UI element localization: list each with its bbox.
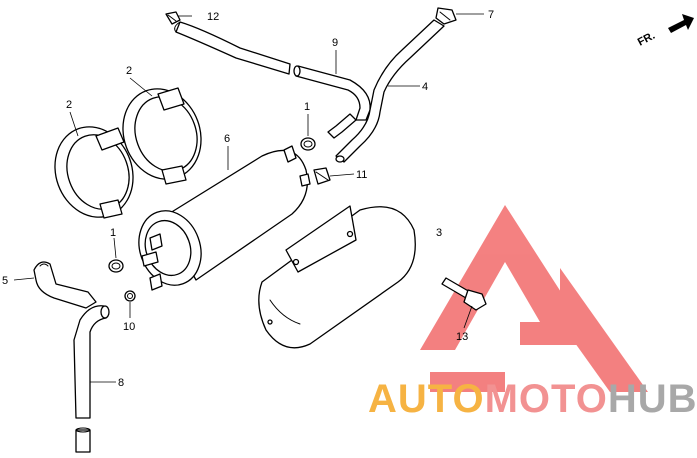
hose-12 [174,21,291,75]
callout-1-lower: 1 [110,227,116,239]
callout-12: 12 [207,11,219,23]
front-direction-label: FR. [636,30,657,49]
callout-9: 9 [332,37,338,49]
watermark-triangle-outer [420,205,595,350]
cover-3 [258,205,416,349]
callout-7: 7 [488,9,494,21]
watermark-triangle-base [430,372,505,392]
callout-4: 4 [422,81,428,93]
clamp-11 [313,167,331,185]
front-direction-indicator: FR. [636,14,694,49]
watermark-triangle-inner [560,268,648,392]
band-clamp-2-left [54,126,134,219]
bolt-13 [441,277,487,311]
clamp-1-upper [300,137,316,151]
callouts: 12 7 9 4 2 2 6 1 11 3 1 5 10 13 8 [2,9,494,389]
callout-2-left: 2 [66,99,72,111]
clamp-12 [165,11,181,25]
callout-3: 3 [436,227,442,239]
callout-1-upper: 1 [304,101,310,113]
callout-2-right: 2 [126,65,132,77]
clamp-1-lower [108,259,124,273]
watermark-text-moto: MOTO [485,377,608,421]
callout-6: 6 [224,133,230,145]
clamp-10 [124,290,136,302]
watermark-text-auto: AUTO [368,377,485,421]
hose-9 [293,65,371,139]
callout-11: 11 [356,169,367,181]
leader-lines [13,13,484,383]
watermark-text-hub: HUB [608,377,697,421]
hose-5 [33,261,97,309]
callout-5: 5 [2,275,8,287]
callout-8: 8 [118,377,124,389]
canister-6 [138,145,311,291]
svg-text:AUTOMOTOHUB: AUTOMOTOHUB [368,377,697,421]
pipe-4 [335,19,445,163]
hose-8 [73,305,110,453]
callout-13: 13 [456,331,468,343]
front-arrow-icon [668,14,694,33]
watermark-logo: AUTOMOTOHUB [368,205,697,421]
clamp-7 [435,7,457,25]
band-clamp-2-right [122,87,202,185]
callout-10: 10 [123,321,135,333]
